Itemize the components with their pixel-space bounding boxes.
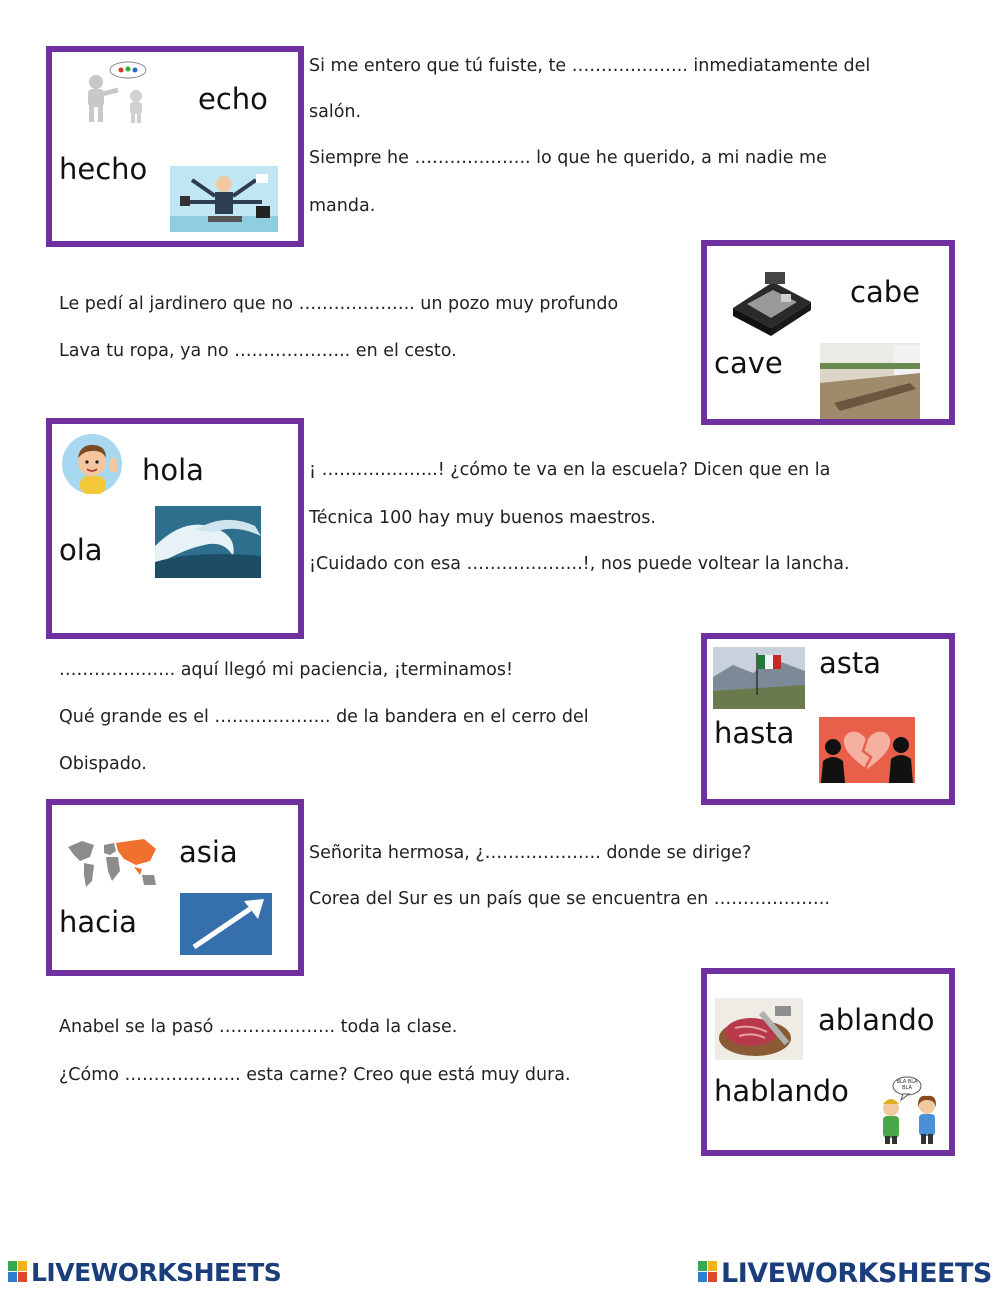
word-hola: hola: [142, 453, 204, 487]
logo-cubes-icon: [698, 1261, 717, 1282]
sentence-5-1: Señorita hermosa, ¿……………….. donde se dir…: [309, 843, 752, 863]
card-ablando-hablando: ablando hablando BLA BLA BLA: [701, 968, 955, 1156]
word-hecho: hecho: [59, 152, 148, 186]
word-ola: ola: [59, 533, 103, 567]
multitasking-worker-image: [170, 166, 278, 232]
waving-boy-image: [62, 434, 122, 494]
word-hablando: hablando: [714, 1074, 849, 1108]
word-cave: cave: [714, 346, 783, 380]
word-cabe: cabe: [850, 275, 920, 309]
logo-brand-text: LIVEWORKSHEETS: [721, 1258, 992, 1289]
meat-tenderizer-image: [715, 998, 803, 1060]
sentence-2-1: Le pedí al jardinero que no ……………….. un …: [59, 294, 619, 314]
breakup-couple-image: [819, 717, 915, 783]
word-hacia: hacia: [59, 905, 137, 939]
card-echo-hecho: echo hecho: [46, 46, 304, 247]
word-asia: asia: [179, 835, 238, 869]
card-asia-hacia: asia hacia: [46, 799, 304, 976]
ocean-wave-image: [155, 506, 261, 578]
sentence-6-2: ¿Cómo ……………….. esta carne? Creo que está…: [59, 1065, 571, 1085]
card-cabe-cave: cabe cave: [701, 240, 955, 425]
sentence-6-1: Anabel se la pasó ……………….. toda la clase…: [59, 1017, 458, 1037]
speech-bubble-text: BLA BLA BLA: [896, 1079, 918, 1091]
logo-brand-text: LIVEWORKSHEETS: [31, 1258, 282, 1287]
sentence-4-1: ……………….. aquí llegó mi paciencia, ¡termi…: [59, 660, 514, 680]
sentence-3-1: ¡ ………………..! ¿cómo te va en la escuela? D…: [309, 460, 831, 480]
sentence-3-3: ¡Cuidado con esa ………………..!, nos puede vo…: [309, 554, 850, 574]
suitcase-image: [733, 272, 811, 336]
sentence-5-2: Corea del Sur es un país que se encuentr…: [309, 889, 830, 909]
footer-logo-right[interactable]: LIVEWORKSHEETS: [698, 1258, 994, 1289]
flagpole-hill-image: [713, 647, 805, 709]
sentence-1-1: Si me entero que tú fuiste, te ……………….. …: [309, 56, 871, 76]
logo-cubes-icon: [8, 1261, 27, 1282]
word-ablando: ablando: [818, 1003, 935, 1037]
sentence-4-2: Qué grande es el ……………….. de la bandera …: [59, 707, 589, 727]
sentence-4-3: Obispado.: [59, 754, 147, 774]
world-map-image: [68, 839, 156, 887]
sentence-1-4: manda.: [309, 196, 376, 216]
talking-people-image: BLA BLA BLA: [873, 1074, 945, 1146]
sentence-2-2: Lava tu ropa, ya no ……………….. en el cesto…: [59, 341, 457, 361]
footer-logo-left[interactable]: LIVEWORKSHEETS: [8, 1258, 282, 1287]
arrow-direction-image: [180, 893, 272, 955]
sentence-1-3: Siempre he ……………….. lo que he querido, a…: [309, 148, 827, 168]
word-echo: echo: [198, 82, 268, 116]
word-asta: asta: [819, 646, 882, 680]
word-hasta: hasta: [714, 716, 795, 750]
sentence-1-2: salón.: [309, 102, 362, 122]
card-asta-hasta: asta hasta: [701, 633, 955, 805]
scolding-figures-image: [88, 61, 147, 123]
dig-trench-image: [820, 343, 920, 419]
sentence-3-2: Técnica 100 hay muy buenos maestros.: [309, 508, 656, 528]
card-hola-ola: hola ola: [46, 418, 304, 639]
